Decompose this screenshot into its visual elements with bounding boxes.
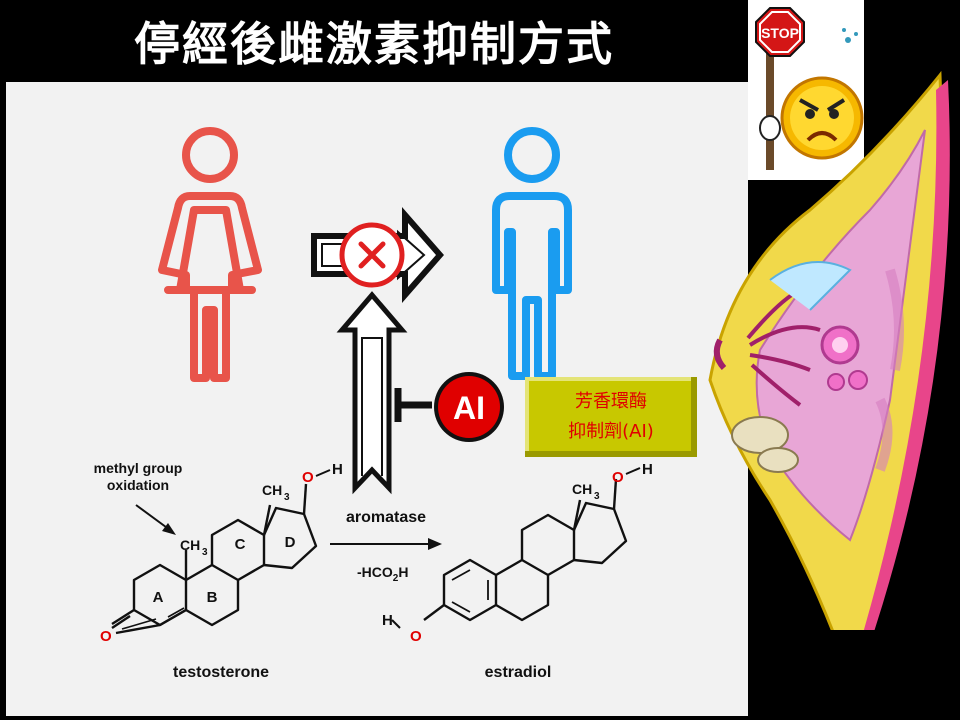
ring-label-a: A: [153, 589, 164, 606]
female-figure-icon: [158, 127, 262, 382]
annotation-line2: oxidation: [107, 477, 169, 493]
testosterone-name: testosterone: [173, 664, 269, 681]
stop-sign-text: STOP: [761, 25, 799, 41]
estradiol-h-phenol: H: [382, 612, 393, 629]
stop-sign-icon: [755, 7, 805, 57]
aromatase-inhibitor-box: 芳香環酶 抑制劑(AI): [525, 377, 697, 457]
estradiol-ch3: CH: [572, 481, 592, 497]
inhibitor-box-line2: 抑制劑(AI): [568, 421, 654, 442]
testosterone-h-top: H: [332, 461, 343, 478]
testosterone-ch3-d: CH: [262, 482, 282, 498]
ring-label-b: B: [207, 589, 218, 606]
inhibition-line: [394, 388, 432, 422]
annotation-line1: methyl group: [94, 460, 183, 476]
enzyme-label: aromatase: [346, 509, 426, 526]
testosterone-o-top: O: [302, 469, 314, 486]
ring-label-c: C: [235, 536, 246, 553]
ai-badge-text: AI: [453, 390, 485, 426]
testosterone-ch3-c-sub: 3: [202, 547, 208, 558]
male-figure-icon: [492, 127, 572, 380]
blocked-x-icon: [339, 222, 405, 288]
aromatization-up-arrow: [336, 291, 408, 495]
nipple-icon: [713, 338, 727, 371]
estradiol-name: estradiol: [485, 664, 552, 681]
estradiol-structure: [423, 478, 628, 622]
ring-label-d: D: [285, 534, 296, 551]
stop-clipart: STOP: [748, 0, 864, 180]
testosterone-ch3-c: CH: [180, 537, 200, 553]
testosterone-structure: [111, 483, 318, 635]
estradiol-o-top: O: [612, 469, 624, 486]
estradiol-o-phenol: O: [410, 628, 422, 645]
ai-badge-icon: AI: [434, 372, 504, 442]
inhibitor-box-line1: 芳香環酶: [575, 391, 647, 412]
breast-anatomy-illustration: [708, 70, 950, 630]
byproduct-label: -HCO2H: [357, 564, 408, 584]
estradiol-h-top: H: [642, 461, 653, 478]
testosterone-ch3-d-sub: 3: [284, 492, 290, 503]
estradiol-ch3-sub: 3: [594, 491, 600, 502]
testosterone-o-keto: O: [100, 628, 112, 645]
page-title: 停經後雌激素抑制方式: [134, 17, 614, 71]
